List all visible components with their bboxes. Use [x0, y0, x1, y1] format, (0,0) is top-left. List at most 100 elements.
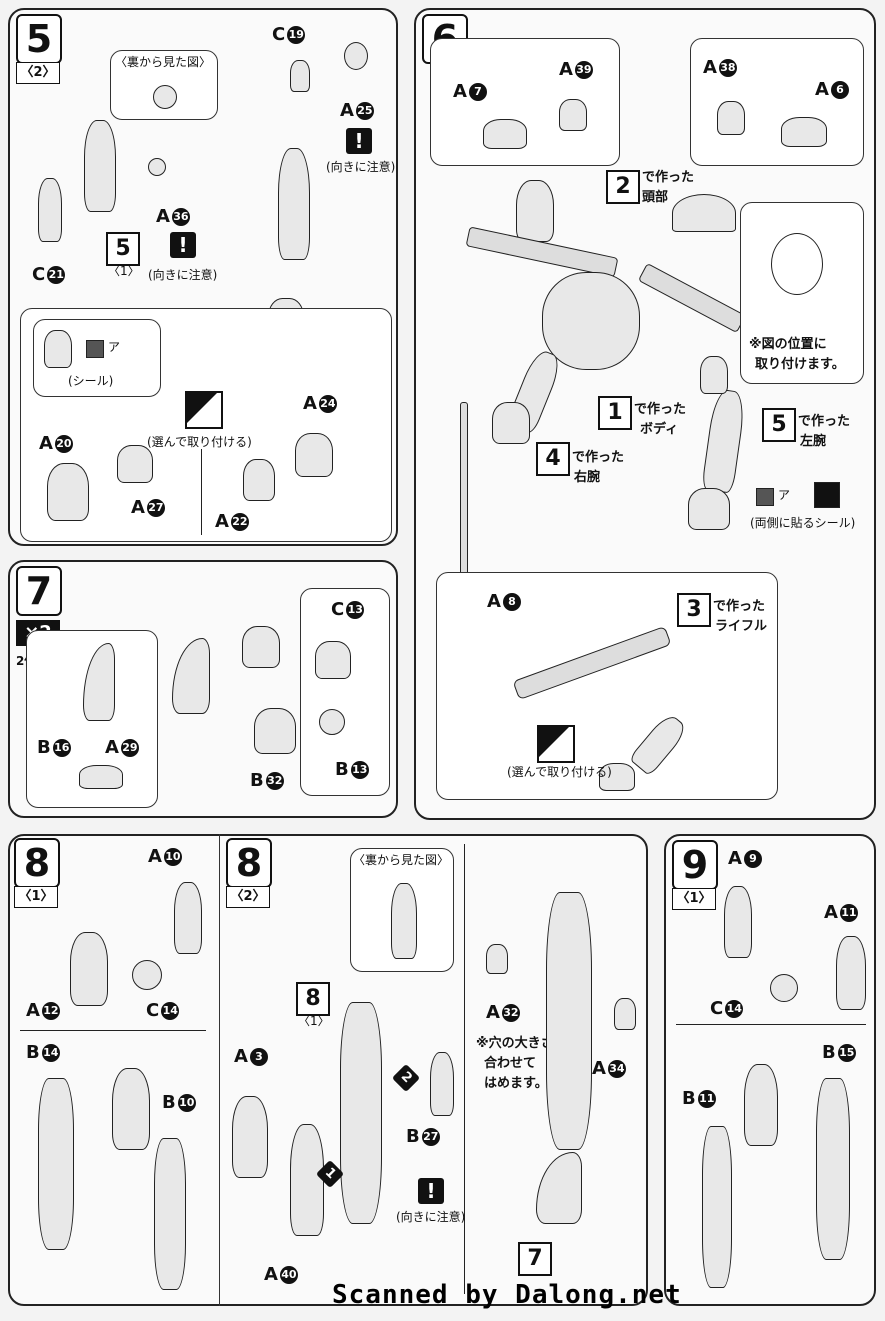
- rifle-label: ライフル: [715, 619, 768, 634]
- sticker-both-sides-icon: [814, 482, 840, 508]
- hand-part-a20: [47, 463, 89, 521]
- leg-b32: [254, 708, 296, 754]
- right-arm-ref-box: 4: [536, 442, 570, 476]
- sticker-swatch: [86, 340, 104, 358]
- armor-a11: [836, 936, 866, 1010]
- crest-part-a6: [781, 117, 827, 147]
- caution-icon: !: [418, 1178, 444, 1204]
- ref-step-sub: 〈1〉: [108, 264, 140, 278]
- caution-icon: !: [170, 232, 196, 258]
- body-ref-box: 1: [598, 396, 632, 430]
- frame-b14: [38, 1078, 74, 1250]
- armor-assembly: [744, 1064, 778, 1146]
- body-label: ボディ: [640, 422, 679, 437]
- head-part: [516, 180, 554, 242]
- frame-b15: [816, 1078, 850, 1260]
- step-sub: 〈1〉: [14, 886, 58, 908]
- rear-view-bubble: 〈裏から見た図〉: [350, 848, 454, 972]
- armor-a12: [70, 932, 108, 1006]
- leg-assembly: [546, 892, 592, 1150]
- choose-icon: [537, 725, 575, 763]
- rifle-made-with: で作った: [713, 599, 766, 614]
- frame-a10: [174, 882, 202, 954]
- divider-line: [676, 1024, 866, 1025]
- crest-part-a38: [717, 101, 745, 135]
- joint-part-36: [148, 158, 166, 176]
- head-ref-box: 2: [606, 170, 640, 204]
- left-hand-part: [688, 488, 730, 530]
- choose-text: (選んで取り付ける): [147, 435, 252, 449]
- head-crest-shape: [672, 194, 736, 232]
- divider-line: [20, 1030, 206, 1031]
- step-sub: 〈2〉: [226, 886, 270, 908]
- rear-part-illustration: [391, 883, 417, 959]
- rear-view-label: 〈裏から見た図〉: [353, 853, 450, 867]
- divider-line: [464, 844, 465, 1294]
- step-7-panel: 7 ×2 2個作る B16 A29 B32 C13 B13: [8, 560, 398, 818]
- step-8-panel: [8, 834, 648, 1306]
- divider-line: [201, 449, 202, 535]
- sticker-label: (シール): [68, 374, 114, 388]
- torso-part: [542, 272, 640, 370]
- joint-a34: [614, 998, 636, 1030]
- step-number: 9: [672, 840, 718, 890]
- joint-part: [242, 626, 280, 668]
- sticker-mark: ア: [108, 340, 121, 354]
- step-number: 8: [226, 838, 272, 888]
- rear-part-illustration: [153, 85, 177, 109]
- scan-credit: Scanned by Dalong.net: [332, 1280, 682, 1310]
- rifle-forearm: [628, 711, 690, 777]
- frame-b11: [702, 1126, 732, 1288]
- crest-part-a7: [483, 119, 527, 149]
- part-c19-illustration: [290, 60, 310, 92]
- sticker-mark: ア: [778, 488, 791, 502]
- fit-note-3: はめます。: [484, 1076, 548, 1091]
- order-2: 2: [391, 1063, 421, 1093]
- forearm-part: [38, 178, 62, 242]
- caution-text: (向きに注意): [396, 1210, 466, 1224]
- ref-step-sub: 〈1〉: [298, 1014, 330, 1028]
- note-line-1: ※図の位置に: [749, 337, 827, 352]
- ref-step-box: 8: [296, 982, 330, 1016]
- fit-note-1: ※穴の大きさに: [476, 1036, 567, 1051]
- right-arm-label: 右腕: [574, 470, 601, 485]
- sticker-swatch: [756, 488, 774, 506]
- upper-arm-part: [278, 148, 310, 260]
- armor-a3: [232, 1096, 268, 1178]
- frame-b10: [154, 1138, 186, 1290]
- armor-assembly: [112, 1068, 150, 1150]
- base-a29: [79, 765, 123, 789]
- rear-view-bubble: 〈裏から見た図〉: [110, 50, 218, 120]
- joint-c14: [132, 960, 162, 990]
- ref-step-7-box: 7: [518, 1242, 552, 1276]
- rear-view-label: 〈裏から見た図〉: [115, 55, 212, 69]
- choose-icon: [185, 391, 223, 429]
- right-arm-made-with: で作った: [572, 450, 625, 465]
- part-b13-illustration: [319, 709, 345, 735]
